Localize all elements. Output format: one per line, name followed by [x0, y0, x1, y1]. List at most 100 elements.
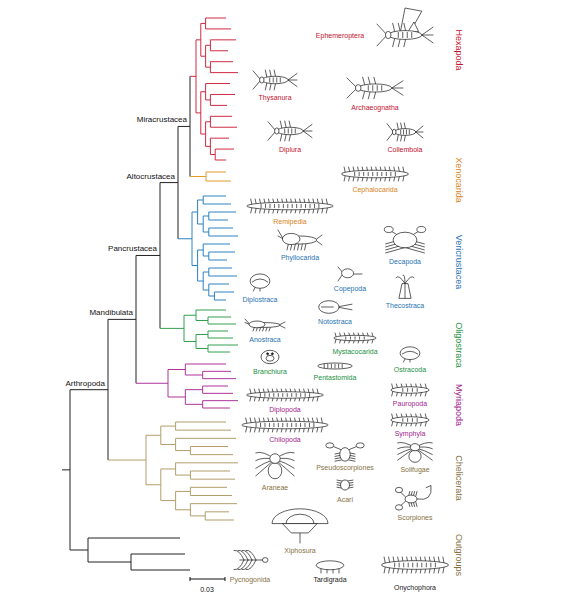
tree-branch	[161, 468, 176, 469]
taxon-drawing	[384, 227, 425, 253]
tree-branch	[210, 94, 211, 105]
tree-branch	[210, 154, 215, 155]
taxon-drawing	[347, 77, 403, 99]
tree-branch	[192, 265, 198, 266]
tree-branch	[203, 196, 226, 197]
tree-branch	[196, 39, 201, 40]
tree-branch	[190, 487, 227, 488]
taxon-label: Diplura	[279, 146, 301, 154]
tree-branch	[203, 386, 228, 387]
taxon-label: Notostraca	[318, 318, 352, 326]
tree-branch	[201, 134, 206, 135]
tree-branch	[208, 352, 230, 353]
taxon-drawing	[326, 443, 364, 461]
taxon-drawing	[316, 561, 344, 573]
tree-branch	[197, 200, 198, 224]
tree-branch	[185, 375, 202, 376]
taxon-drawing	[398, 442, 433, 462]
taxon-label: Cephalocarida	[352, 186, 397, 194]
scale-label: 0.03	[200, 586, 214, 594]
tree-branch	[202, 386, 203, 393]
tree-branch	[209, 212, 236, 213]
tree-branch	[200, 23, 201, 56]
tree-branch	[190, 471, 230, 472]
tree-branch	[205, 511, 229, 512]
tree-branch	[176, 422, 226, 423]
taxon-drawing	[278, 230, 322, 250]
tree-branch	[205, 84, 206, 100]
tree-branch	[184, 315, 196, 316]
tree-branch	[203, 272, 204, 290]
tree-branch	[176, 450, 191, 451]
taxon-drawing	[242, 418, 328, 432]
tree-branch	[185, 404, 202, 405]
tree-branch	[198, 224, 204, 225]
tree-branch	[192, 212, 198, 213]
taxon-label: Remipedia	[273, 218, 306, 226]
node-label: Arthropoda	[64, 380, 106, 389]
tree-branch	[108, 319, 136, 320]
taxon-drawing	[253, 70, 297, 90]
tree-branch	[205, 18, 206, 29]
tree-branch	[203, 256, 209, 257]
tree-branch	[206, 45, 211, 46]
tree-branch	[168, 397, 185, 398]
taxon-label: Thysanura	[258, 94, 291, 102]
tree-branch	[215, 149, 216, 160]
tree-branch	[208, 212, 209, 220]
tree-branch	[208, 345, 209, 352]
tree-branch	[210, 62, 211, 73]
tree-branch	[215, 149, 234, 150]
taxon-label: Diplopoda	[269, 406, 301, 414]
taxon-drawing	[245, 319, 285, 331]
taxon-label: Chilopoda	[269, 436, 301, 444]
tree-branch	[190, 504, 191, 516]
tree-branch	[190, 454, 233, 455]
tree-branch	[70, 550, 88, 551]
tree-branch	[210, 94, 235, 95]
tree-branch	[131, 554, 185, 555]
taxon-drawing	[337, 480, 353, 490]
tree-branch	[210, 116, 211, 127]
tree-branch	[209, 296, 215, 297]
taxon-label: Diplostraca	[242, 296, 277, 304]
tree-branch	[160, 469, 161, 501]
taxon-label: Pycnogonida	[230, 576, 270, 584]
tree-branch	[203, 216, 209, 217]
tree-branch	[203, 244, 230, 245]
taxon-label: Collembola	[387, 146, 422, 154]
taxon-drawing	[268, 121, 312, 141]
tree-branch	[175, 438, 176, 450]
taxon-label: Phyllocarida	[281, 254, 319, 262]
tree-branch	[185, 364, 186, 375]
tree-branch	[203, 244, 204, 256]
node-label: Mandibulata	[88, 310, 134, 319]
tree-branch	[160, 426, 161, 444]
tree-branch	[205, 122, 206, 147]
tree-branch	[136, 383, 168, 384]
tree-branch	[203, 393, 233, 394]
taxon-label: Ostracoda	[394, 366, 426, 374]
tree-branch	[185, 364, 226, 365]
tree-branch	[190, 176, 206, 177]
tree-branch	[196, 40, 197, 113]
clade-label: Hexapoda	[453, 29, 463, 70]
taxon-drawing	[377, 8, 433, 47]
tree-branch	[88, 562, 131, 563]
tree-branch	[190, 515, 205, 516]
node-label: Miracrustacea	[136, 117, 188, 126]
tree-branch	[176, 438, 236, 439]
taxon-label: Ephemeroptera	[316, 32, 364, 40]
tree-branch	[214, 292, 215, 300]
taxon-label: Solifugae	[400, 466, 429, 474]
tree-branch	[196, 112, 201, 113]
tree-branch	[215, 160, 226, 161]
tree-branch	[209, 228, 233, 229]
tree-branch	[161, 500, 176, 501]
tree-branch	[160, 182, 178, 183]
tree-branch	[206, 83, 230, 84]
tree-branch	[206, 99, 211, 100]
tree-branch	[206, 18, 226, 19]
tree-branch	[203, 400, 238, 401]
